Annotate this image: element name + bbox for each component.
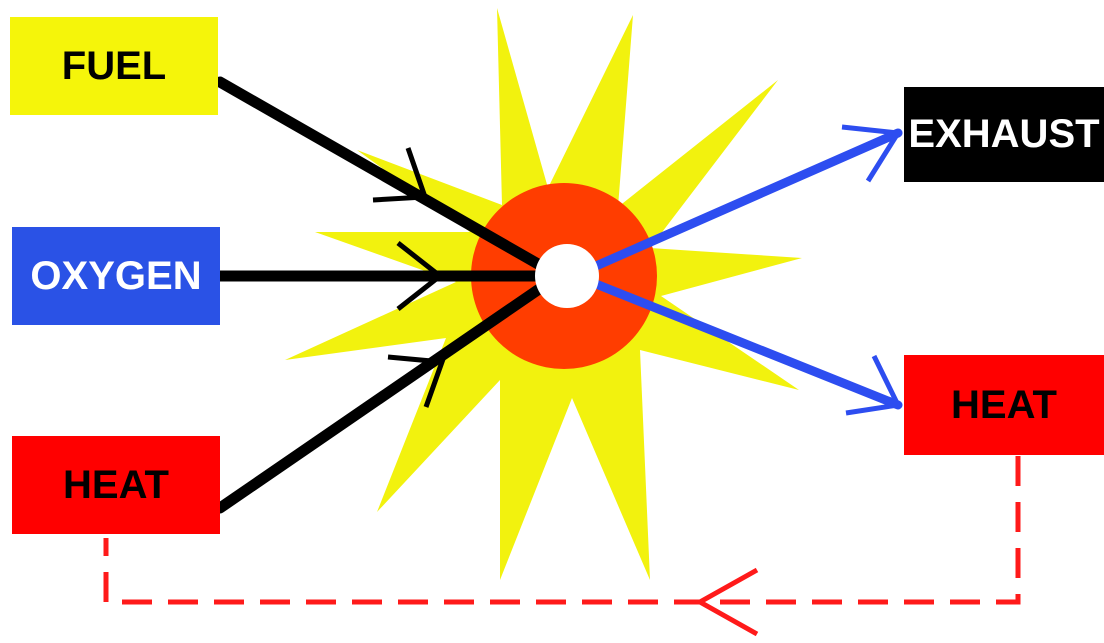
heat-output-label: HEAT bbox=[951, 383, 1057, 428]
fuel-box: FUEL bbox=[10, 17, 218, 115]
heat-input-box: HEAT bbox=[12, 436, 220, 534]
heat-input-label: HEAT bbox=[63, 463, 169, 508]
exhaust-label: EXHAUST bbox=[908, 112, 1099, 157]
heat-feedback-loop bbox=[106, 456, 1018, 634]
fuel-label: FUEL bbox=[62, 44, 166, 89]
feedback-dashed-path bbox=[106, 456, 1018, 602]
heat-output-box: HEAT bbox=[904, 355, 1104, 455]
reaction-core bbox=[535, 244, 599, 308]
oxygen-box: OXYGEN bbox=[12, 227, 220, 325]
oxygen-label: OXYGEN bbox=[30, 254, 201, 299]
exhaust-box: EXHAUST bbox=[904, 87, 1104, 182]
